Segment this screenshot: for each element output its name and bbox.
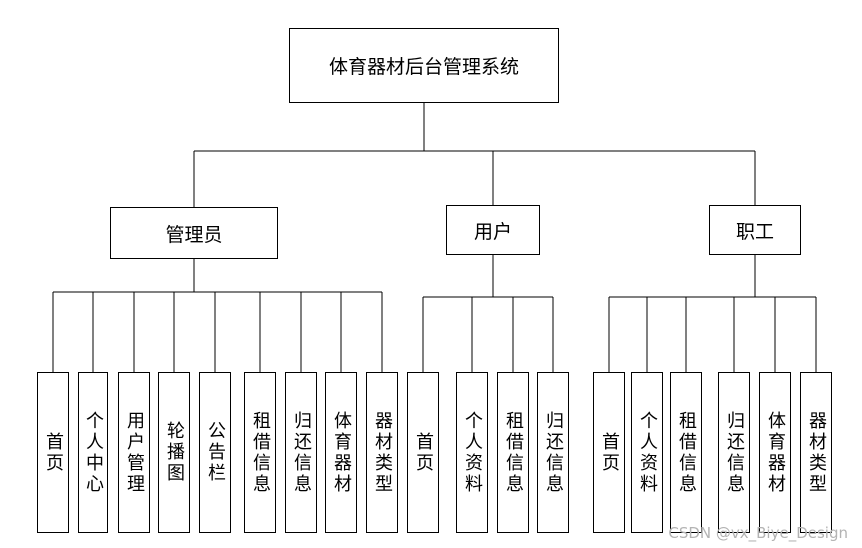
root-node-label: 体育器材后台管理系统 [328, 56, 519, 78]
branch-node-label: 职工 [735, 220, 774, 243]
leaf-node-label: 轮播图 [164, 421, 185, 484]
leaf-node: 首页 [593, 372, 625, 533]
leaf-node: 公告栏 [199, 372, 231, 533]
branch-node: 职工 [709, 205, 801, 255]
leaf-node-label: 归还信息 [291, 410, 312, 495]
leaf-node: 归还信息 [537, 372, 569, 533]
leaf-node-label: 归还信息 [724, 410, 745, 495]
leaf-node-label: 租借信息 [676, 410, 697, 495]
leaf-node: 个人中心 [78, 372, 108, 533]
leaf-node-label: 归还信息 [543, 410, 564, 495]
leaf-node: 租借信息 [497, 372, 529, 533]
leaf-node-label: 体育器材 [765, 410, 786, 495]
leaf-node: 归还信息 [718, 372, 750, 533]
branch-node-label: 管理员 [165, 223, 223, 246]
leaf-node: 归还信息 [285, 372, 317, 533]
leaf-node: 首页 [407, 372, 439, 533]
leaf-node: 个人资料 [456, 372, 488, 533]
root-node: 体育器材后台管理系统 [289, 28, 559, 103]
leaf-node-label: 器材类型 [806, 410, 827, 495]
watermark: CSDN @vx_Biye_Design [668, 524, 848, 542]
leaf-node-label: 公告栏 [205, 421, 226, 484]
leaf-node: 器材类型 [366, 372, 398, 533]
leaf-node-label: 首页 [43, 431, 64, 474]
leaf-node-label: 个人资料 [637, 410, 658, 495]
leaf-node-label: 个人中心 [83, 410, 104, 495]
leaf-node-label: 个人资料 [462, 410, 483, 495]
branch-node: 用户 [446, 205, 540, 255]
leaf-node-label: 首页 [413, 431, 434, 474]
leaf-node: 器材类型 [800, 372, 832, 533]
leaf-node: 体育器材 [759, 372, 791, 533]
leaf-node-label: 器材类型 [372, 410, 393, 495]
leaf-node: 首页 [37, 372, 69, 533]
leaf-node: 个人资料 [631, 372, 663, 533]
leaf-node-label: 租借信息 [250, 410, 271, 495]
leaf-node: 体育器材 [325, 372, 357, 533]
branch-node: 管理员 [110, 207, 278, 259]
leaf-node-label: 用户管理 [124, 410, 145, 495]
leaf-node-label: 租借信息 [503, 410, 524, 495]
branch-node-label: 用户 [473, 220, 512, 243]
leaf-node: 用户管理 [118, 372, 150, 533]
leaf-node-label: 首页 [599, 431, 620, 474]
leaf-node: 租借信息 [244, 372, 276, 533]
leaf-node-label: 体育器材 [331, 410, 352, 495]
leaf-node: 租借信息 [670, 372, 702, 533]
leaf-node: 轮播图 [158, 372, 190, 533]
